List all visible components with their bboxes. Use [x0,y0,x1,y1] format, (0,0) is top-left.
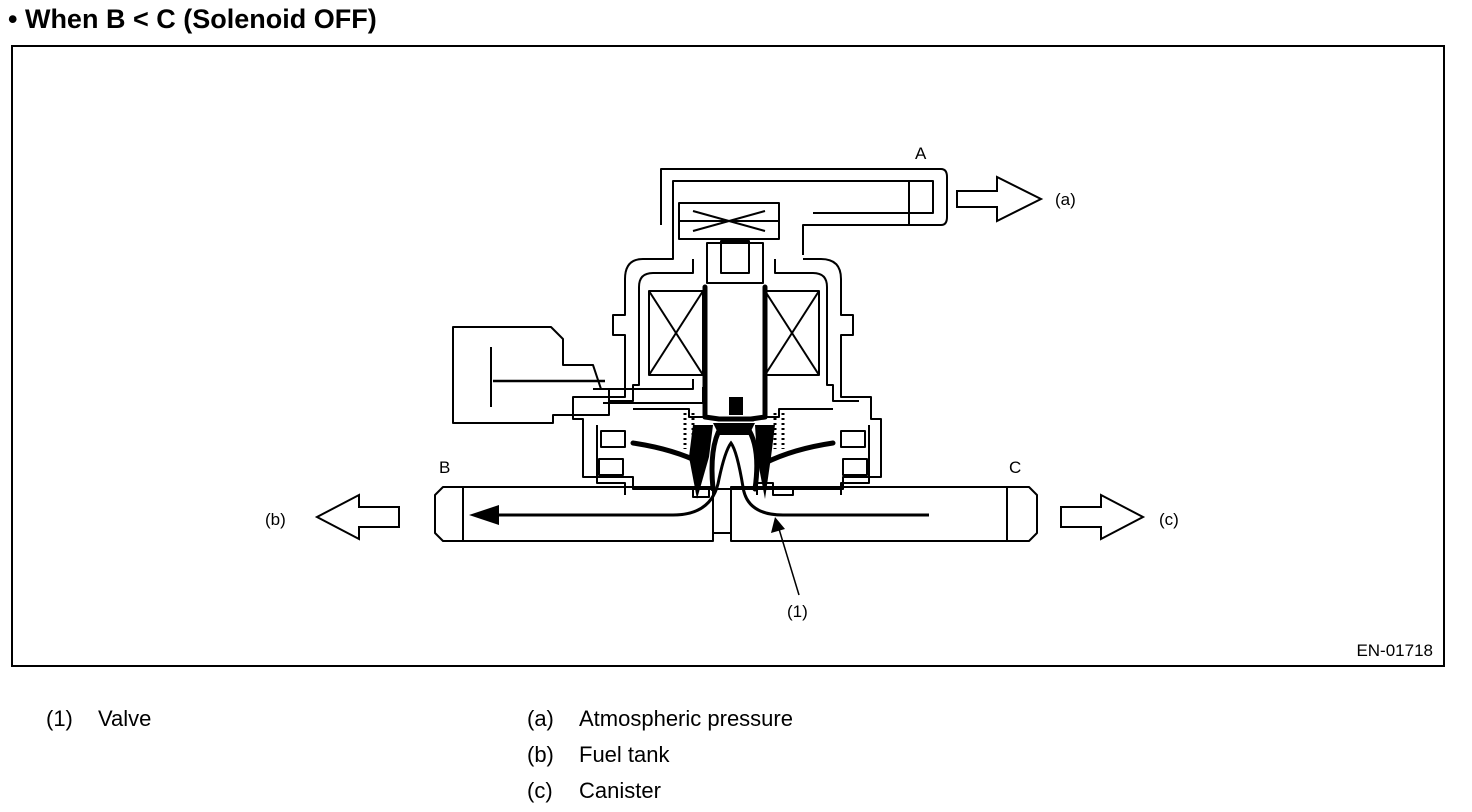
legend-key: (b) [527,742,554,767]
legend-text: Canister [579,778,661,803]
legend-text: Atmospheric pressure [579,706,793,731]
legend-key: (c) [527,778,553,803]
flow-arrowhead [469,505,499,525]
flow-label-b: (b) [265,510,286,529]
port-c-label: C [1009,458,1021,477]
arrow-a [956,175,1044,223]
connector [452,326,610,424]
port-a-label: A [915,144,927,163]
legend-key: (a) [527,706,554,731]
legend-text: Fuel tank [579,742,670,767]
legend-key: (1) [46,706,73,731]
flow-label-a: (a) [1055,190,1076,209]
legend-item: (a) Atmospheric pressure [527,706,793,732]
valve-diagram: A B C (a) (b) (c) (1) [265,144,1179,621]
port-b-label: B [439,458,450,477]
port-a-pipe [660,168,948,255]
figure-code: EN-01718 [1356,641,1433,660]
legend-item: (b) Fuel tank [527,742,670,768]
callout-1: (1) [787,602,808,621]
bc-pipe [434,486,1038,542]
flow-label-c: (c) [1159,510,1179,529]
flow-line [483,440,929,517]
diagram-frame: A B C (a) (b) (c) (1) EN-01718 [11,45,1445,667]
solenoid-housing [572,247,882,490]
page-title: • When B < C (Solenoid OFF) [8,4,377,34]
legend-item: (c) Canister [527,778,661,804]
arrow-b [314,493,400,541]
arrow-c [1060,493,1146,541]
legend-text: Valve [98,706,152,731]
legend-item: (1) Valve [46,706,151,732]
